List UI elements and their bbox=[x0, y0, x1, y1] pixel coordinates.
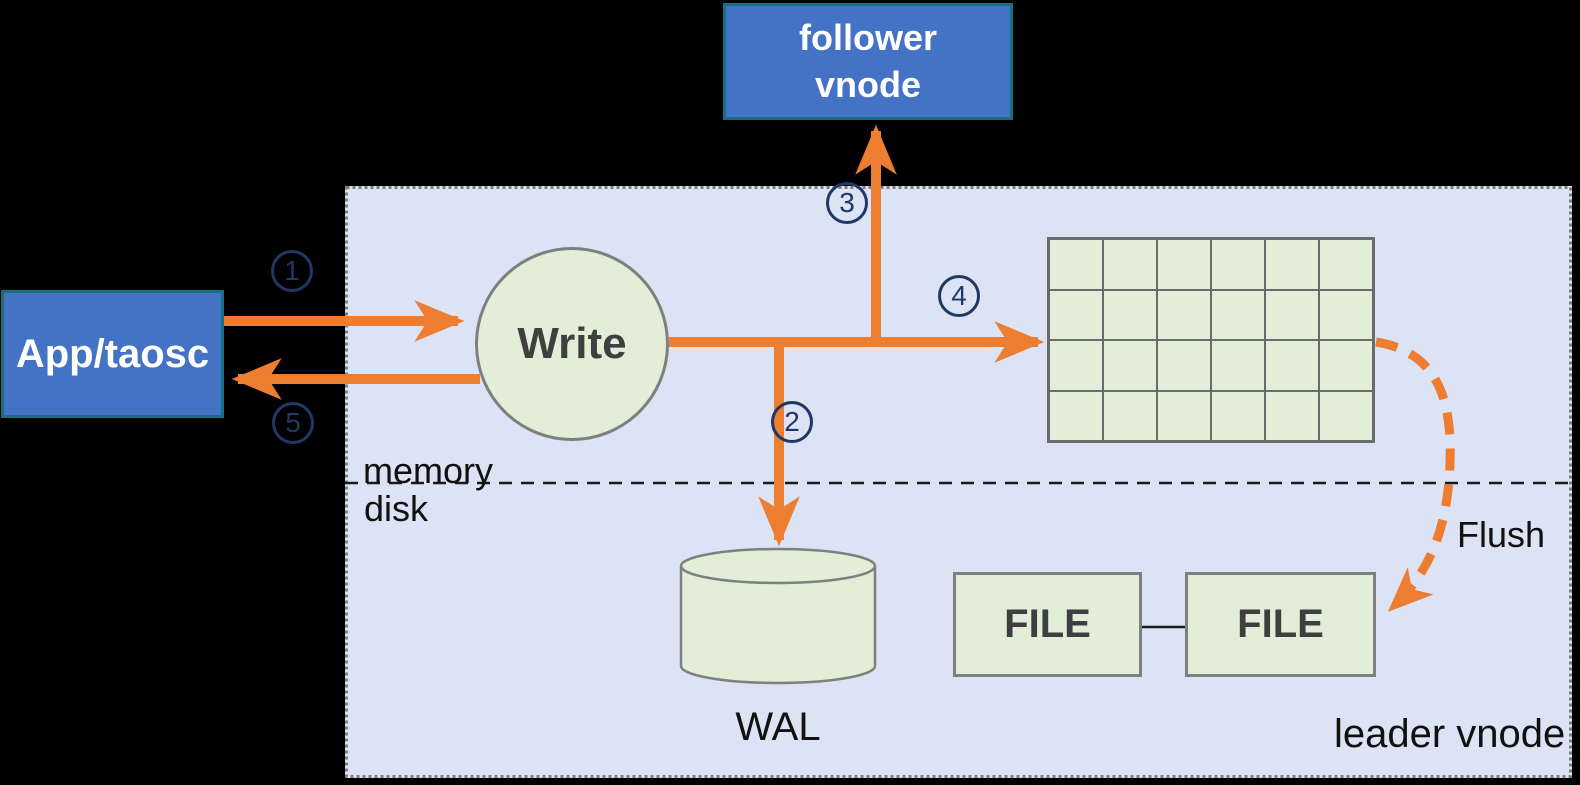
write-label: Write bbox=[517, 319, 627, 368]
memtable-grid-cell bbox=[1157, 239, 1211, 290]
memtable-grid-cell bbox=[1319, 289, 1373, 340]
memtable-grid-cell bbox=[1049, 289, 1103, 340]
app-taosc-label: App/taosc bbox=[15, 331, 210, 376]
memtable-grid-cell bbox=[1319, 340, 1373, 391]
file-box-1: FILE bbox=[953, 572, 1142, 677]
memtable-grid-cell bbox=[1157, 340, 1211, 391]
disk-label: disk bbox=[364, 488, 429, 529]
memtable-grid-cell bbox=[1049, 390, 1103, 441]
memtable-grid-cell bbox=[1265, 390, 1319, 441]
memtable-grid-cell bbox=[1265, 239, 1319, 290]
step-badge-2: 2 bbox=[771, 401, 813, 443]
memtable-grid-cell bbox=[1049, 340, 1103, 391]
memtable-grid bbox=[1047, 237, 1375, 443]
memtable-grid-cell bbox=[1157, 289, 1211, 340]
memtable-grid-cell bbox=[1211, 239, 1265, 290]
memtable-grid-cell bbox=[1319, 239, 1373, 290]
step-badge-5: 5 bbox=[272, 402, 314, 444]
memtable-grid-cell bbox=[1157, 390, 1211, 441]
memtable-grid-cell bbox=[1103, 239, 1157, 290]
flush-label: Flush bbox=[1457, 514, 1546, 555]
memtable-grid-cell bbox=[1103, 289, 1157, 340]
memtable-grid-cell bbox=[1103, 340, 1157, 391]
memtable-grid-cell bbox=[1211, 289, 1265, 340]
wal-cylinder-top bbox=[679, 547, 877, 585]
wal-cylinder bbox=[679, 547, 877, 685]
memtable-grid-cell bbox=[1265, 340, 1319, 391]
file-2-label: FILE bbox=[1237, 602, 1324, 646]
write-node: Write bbox=[475, 247, 669, 441]
memtable-grid-cell bbox=[1211, 340, 1265, 391]
app-taosc-box: App/taosc bbox=[1, 290, 224, 418]
follower-vnode-label-line2: vnode bbox=[814, 63, 921, 105]
leader-vnode-label: leader vnode bbox=[1334, 712, 1566, 756]
file-1-label: FILE bbox=[1004, 602, 1091, 646]
step-badge-4: 4 bbox=[938, 275, 980, 317]
memory-label: memory bbox=[363, 450, 494, 491]
memtable-grid-cell bbox=[1049, 239, 1103, 290]
step-badge-3: 3 bbox=[826, 182, 868, 224]
memtable-grid-cell bbox=[1265, 289, 1319, 340]
follower-vnode-box: follower vnode bbox=[723, 3, 1013, 120]
memtable-grid-cell bbox=[1211, 390, 1265, 441]
file-box-2: FILE bbox=[1185, 572, 1376, 677]
memtable-grid-cell bbox=[1319, 390, 1373, 441]
memtable-grid-cell bbox=[1103, 390, 1157, 441]
wal-label: WAL bbox=[735, 705, 821, 749]
step-badge-1: 1 bbox=[271, 250, 313, 292]
follower-vnode-label-line1: follower bbox=[798, 16, 937, 58]
